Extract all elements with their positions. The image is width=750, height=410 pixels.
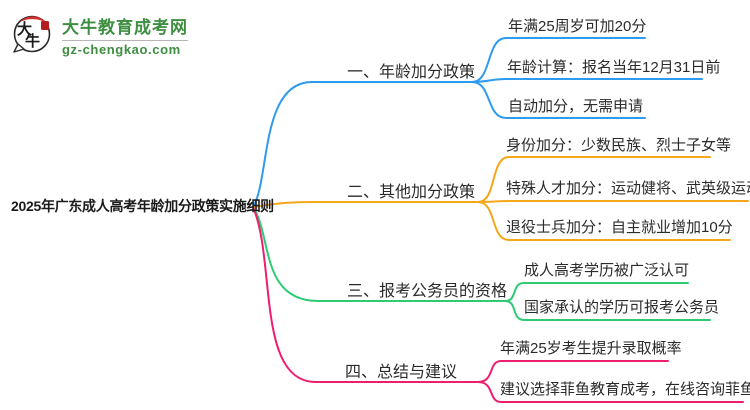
branch-3-leaf-2-label: 国家承认的学历可报考公务员 [524, 299, 720, 316]
logo-site-name: 大牛教育成考网 [62, 18, 188, 37]
branch-3-leaf-1-curve [504, 282, 689, 302]
branch-1-label: 一、年龄加分政策 [347, 64, 476, 81]
branch-4-leaf-1-label: 年满25岁考生提升录取概率 [500, 340, 682, 357]
branch-2-leaf-3-curve [477, 201, 731, 241]
branch-2-leaf-3-label: 退役士兵加分：自主就业增加10分 [506, 219, 733, 236]
branch-3-leaf-1-label: 成人高考学历被广泛认可 [524, 262, 690, 279]
branch-4-label: 四、总结与建议 [345, 364, 458, 381]
logo-bull-icon: 大 牛 [13, 15, 51, 53]
branch-3-curve [252, 206, 506, 302]
branch-4-leaf-2-label: 建议选择菲鱼教育成考，在线咨询菲鱼老师 [500, 381, 750, 398]
branch-3-leaf-2-curve [504, 300, 711, 321]
mindmap-root-title: 2025年广东成人高考年龄加分政策实施细则 [11, 198, 274, 214]
logo-site-domain: gz-chengkao.com [62, 42, 181, 57]
branch-2-leaf-1-label: 身份加分：少数民族、烈士子女等 [506, 137, 732, 154]
svg-text:大: 大 [17, 20, 32, 38]
site-logo: 大 牛 大牛教育成考网 gz-chengkao.com [10, 12, 188, 58]
logo-text-block: 大牛教育成考网 gz-chengkao.com [62, 13, 188, 57]
branch-2-leaf-2-curve [477, 200, 749, 203]
branch-4-connector [252, 206, 744, 403]
branch-1-leaf-1-curve [471, 37, 646, 83]
branch-1-leaf-2-label: 年龄计算：报名当年12月31日前 [507, 59, 721, 76]
branch-2-leaf-2-label: 特殊人才加分：运动健将、武英级运动员 [506, 180, 750, 197]
branch-2-leaf-1-curve [477, 156, 711, 203]
branch-4-leaf-2-curve [477, 381, 744, 403]
branch-1-leaf-3-curve [471, 81, 646, 119]
branch-1-curve [252, 81, 473, 208]
branch-2-label: 二、其他加分政策 [347, 184, 476, 201]
branch-1-leaf-1-label: 年满25周岁可加20分 [508, 18, 647, 35]
logo-divider [62, 40, 188, 41]
branch-4-leaf-1-curve [477, 360, 669, 383]
branch-4-curve [252, 206, 479, 383]
svg-text:牛: 牛 [25, 32, 40, 50]
branch-3-connector [252, 206, 711, 321]
branch-1-leaf-2-curve [471, 78, 703, 83]
branch-1-connector [252, 37, 703, 208]
branch-3-label: 三、报考公务员的资格 [347, 283, 508, 300]
branch-1-leaf-3-label: 自动加分，无需申请 [508, 98, 644, 115]
branch-2-curve [252, 201, 479, 208]
branch-2-connector [252, 156, 749, 241]
